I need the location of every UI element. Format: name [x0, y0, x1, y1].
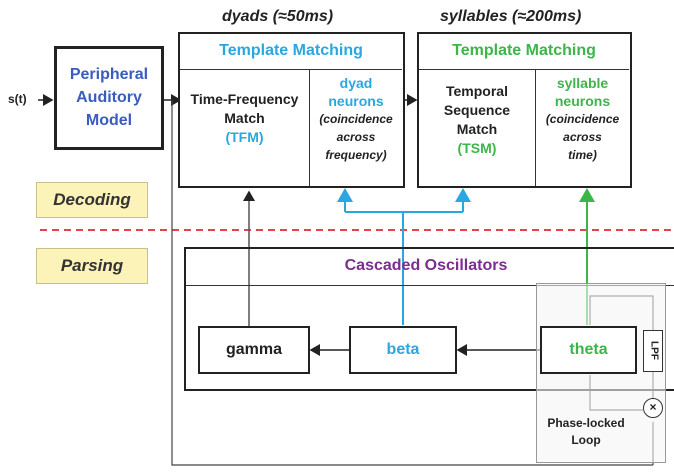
- dyad-note1: (coincidence: [319, 112, 393, 126]
- cascaded-oscillators-frame: Cascaded Oscillators: [184, 247, 674, 391]
- tfm-line1: Time-Frequency: [190, 91, 299, 107]
- tsm-cell: Temporal Sequence Match (TSM): [419, 82, 535, 158]
- syllable-note2: across: [563, 130, 602, 144]
- template-matching-tsm-box: Template Matching Temporal Sequence Matc…: [417, 32, 632, 188]
- multiplier-node: ×: [643, 398, 663, 418]
- dyad-note3: frequency): [325, 148, 387, 162]
- phase-locked-loop-label: Phase-locked Loop: [536, 415, 636, 449]
- parsing-stage-label: Parsing: [36, 248, 148, 284]
- syllable-line2: neurons: [554, 93, 611, 109]
- theta-oscillator-box: theta: [540, 326, 637, 374]
- decoding-stage-label: Decoding: [36, 182, 148, 218]
- syllables-timescale-label: syllables (≈200ms): [440, 8, 582, 25]
- lpf-label: LPF: [648, 341, 660, 360]
- tfm-cell: Time-Frequency Match (TFM): [180, 90, 309, 147]
- oscillators-title-rule: [186, 285, 674, 286]
- tsm-line3: Match: [456, 121, 498, 137]
- template-left-divider-h: [180, 69, 402, 70]
- tsm-line1: Temporal: [446, 83, 508, 99]
- dyad-line1: dyad: [339, 75, 373, 91]
- peripheral-line3: Model: [85, 112, 133, 129]
- template-matching-tfm-box: Template Matching Time-Frequency Match (…: [178, 32, 405, 188]
- beta-oscillator-box: beta: [349, 326, 457, 374]
- tfm-line2: Match: [224, 110, 265, 126]
- input-signal-label: s(t): [8, 92, 27, 106]
- tfm-abbr: (TFM): [225, 129, 264, 145]
- peripheral-auditory-model-box: Peripheral Auditory Model: [54, 46, 164, 150]
- beta-trunk: [345, 211, 463, 325]
- syllable-note1: (coincidence: [545, 112, 620, 126]
- audio-feed-line: [171, 100, 653, 466]
- multiplier-symbol: ×: [649, 400, 657, 414]
- template-left-divider-v: [309, 70, 310, 186]
- syllable-note3: time): [568, 148, 597, 162]
- peripheral-line2: Auditory: [76, 89, 142, 106]
- cascaded-oscillators-title: Cascaded Oscillators: [344, 257, 508, 274]
- template-matching-left-title: Template Matching: [219, 42, 363, 59]
- pll-line1: Phase-locked: [547, 416, 625, 430]
- dyad-neurons-cell: dyad neurons (coincidence across frequen…: [310, 74, 402, 164]
- lpf-box: LPF: [643, 330, 663, 372]
- template-right-divider-v: [535, 70, 536, 186]
- peripheral-line1: Peripheral: [69, 66, 149, 83]
- tsm-abbr: (TSM): [457, 140, 497, 156]
- syllable-neurons-cell: syllable neurons (coincidence across tim…: [536, 74, 629, 164]
- gamma-label: gamma: [225, 341, 283, 358]
- dyad-note2: across: [336, 130, 376, 144]
- tsm-line2: Sequence: [443, 102, 511, 118]
- template-matching-right-title: Template Matching: [452, 42, 596, 59]
- template-right-divider-h: [419, 69, 629, 70]
- gamma-oscillator-box: gamma: [198, 326, 310, 374]
- pll-line2: Loop: [571, 433, 601, 447]
- beta-label: beta: [386, 341, 420, 358]
- theta-label: theta: [569, 341, 608, 358]
- dyads-timescale-label: dyads (≈50ms): [222, 8, 334, 25]
- dyad-line2: neurons: [328, 93, 384, 109]
- syllable-line1: syllable: [556, 75, 609, 91]
